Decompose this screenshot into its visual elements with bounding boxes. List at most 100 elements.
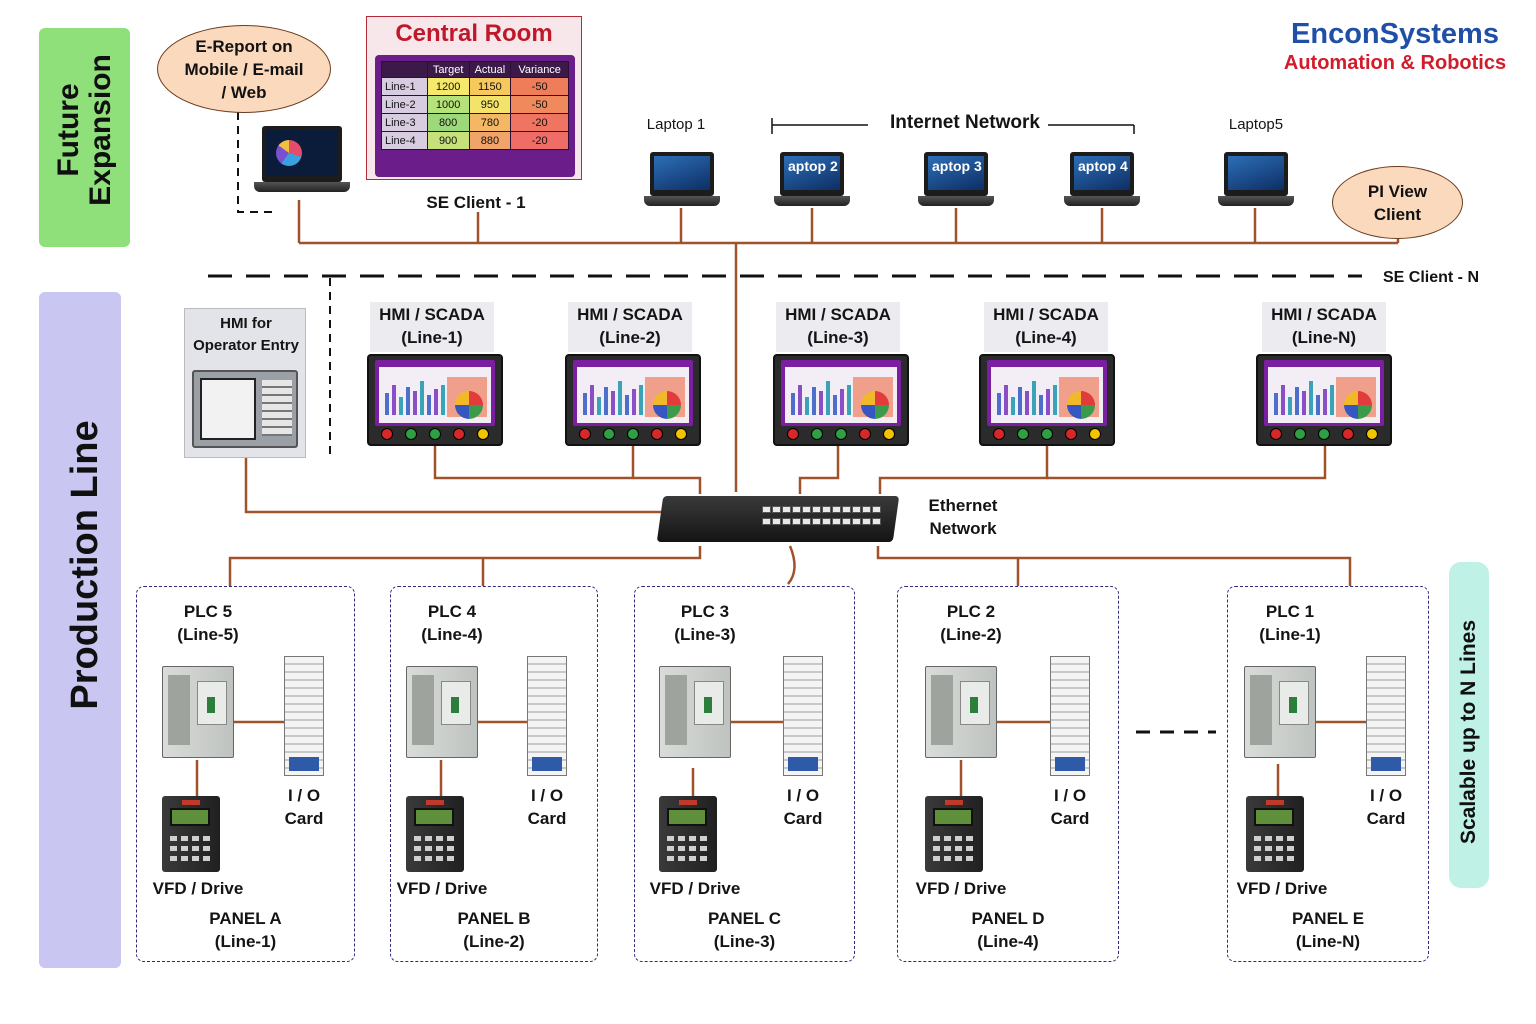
kpi-cell: 1150: [468, 77, 512, 96]
ereport-line-1: E-Report on: [195, 36, 293, 56]
kpi-cell: 1000: [426, 95, 470, 114]
panel-box: [634, 586, 855, 962]
switch-port: [762, 506, 771, 513]
plc-label: PLC 2(Line-2): [940, 602, 1002, 644]
panel-label: PANEL A(Line-1): [209, 909, 282, 951]
hmi-scada-label-box: [370, 302, 494, 352]
kpi-cell: 900: [426, 131, 470, 150]
switch-port: [822, 506, 831, 513]
table-row: Line-4 900 880 -20: [381, 131, 569, 150]
kpi-cell: 880: [468, 131, 512, 150]
switch-port: [772, 518, 781, 525]
switch-port: [852, 518, 861, 525]
switch-port: [782, 506, 791, 513]
plc-icon: [1244, 666, 1316, 758]
panel-box: [897, 586, 1119, 962]
table-row: Line-2 1000 950 -50: [381, 95, 569, 114]
production-line-band: [39, 292, 121, 968]
panel-label: PANEL B(Line-2): [457, 909, 531, 951]
switch-port: [762, 518, 771, 525]
panel-label: PANEL D(Line-4): [971, 909, 1045, 951]
hmi-scada-label: HMI / SCADA(Line-3): [785, 305, 891, 347]
plc-icon: [406, 666, 478, 758]
switch-port: [872, 518, 881, 525]
panel-box: [390, 586, 598, 962]
plc-icon: [925, 666, 997, 758]
kpi-header: Variance: [510, 61, 569, 78]
switch-port: [862, 518, 871, 525]
hmi-scada-label: HMI / SCADA(Line-N): [1271, 305, 1377, 347]
hmi-scada-label-box: [568, 302, 692, 352]
plc-icon: [659, 666, 731, 758]
laptop-1-label: Laptop 1: [646, 116, 706, 133]
switch-port: [862, 506, 871, 513]
brand-tagline: Automation & Robotics: [1283, 52, 1507, 74]
switch-port: [822, 518, 831, 525]
plc-label: PLC 5(Line-5): [177, 602, 239, 644]
central-room-monitor: Target Actual Variance Line-1 1200 1150 …: [375, 55, 575, 177]
plc-label: PLC 1(Line-1): [1259, 602, 1321, 644]
se-client-n-label: SE Client - N: [1382, 269, 1479, 286]
brand-name: EnconSystems: [1291, 18, 1499, 50]
switch-port: [842, 518, 851, 525]
ethernet-switch-icon: [656, 490, 900, 546]
kpi-cell: Line-2: [381, 95, 428, 114]
ereport-line-2: Mobile / E-mail: [184, 59, 304, 79]
vfd-drive-label: VFD / Drive: [649, 879, 741, 898]
laptop-5-label: Laptop5: [1228, 116, 1284, 133]
panel-box: [136, 586, 355, 962]
plc-label: PLC 4(Line-4): [421, 602, 483, 644]
kpi-cell: -20: [510, 113, 569, 132]
switch-port: [812, 506, 821, 513]
kpi-header: Target: [426, 61, 470, 78]
kpi-cell: Line-3: [381, 113, 428, 132]
plc-label: PLC 3(Line-3): [674, 602, 736, 644]
hmi-scada-label: HMI / SCADA(Line-2): [577, 305, 683, 347]
vfd-drive-label: VFD / Drive: [152, 879, 244, 898]
plc-icon: [162, 666, 234, 758]
se-client-1-label: SE Client - 1: [426, 193, 526, 212]
switch-port: [782, 518, 791, 525]
kpi-cell: 780: [468, 113, 512, 132]
table-row: Line-1 1200 1150 -50: [381, 77, 569, 96]
io-card-icon: [527, 656, 567, 776]
vfd-drive-icon: [1246, 796, 1304, 872]
hmi-scada-label-box: [776, 302, 900, 352]
switch-port: [842, 506, 851, 513]
io-card-icon: [1366, 656, 1406, 776]
hmi-scada-screen-icon: [565, 354, 701, 446]
vfd-drive-icon: [406, 796, 464, 872]
kpi-cell: 1200: [426, 77, 470, 96]
vfd-drive-label: VFD / Drive: [1236, 879, 1328, 898]
switch-port: [792, 518, 801, 525]
vfd-drive-icon: [925, 796, 983, 872]
kpi-cell: Line-1: [381, 77, 428, 96]
operator-panel-icon: [192, 370, 298, 448]
vfd-drive-icon: [659, 796, 717, 872]
laptop-icon: [254, 126, 350, 200]
panel-label: PANEL E(Line-N): [1291, 909, 1365, 951]
switch-port: [832, 506, 841, 513]
switch-port: [792, 506, 801, 513]
switch-port: [872, 506, 881, 513]
hmi-scada-label: HMI / SCADA(Line-1): [379, 305, 485, 347]
vfd-drive-label: VFD / Drive: [915, 879, 1007, 898]
switch-port: [802, 506, 811, 513]
panel-label: PANEL C(Line-3): [707, 909, 782, 951]
kpi-cell: -50: [510, 77, 569, 96]
scalable-band: [1449, 562, 1489, 888]
hmi-scada-label-box: [1262, 302, 1386, 352]
hmi-scada-screen-icon: [1256, 354, 1392, 446]
table-row: Line-3 800 780 -20: [381, 113, 569, 132]
laptop-5-icon: [1218, 152, 1294, 210]
switch-port: [802, 518, 811, 525]
laptop-3-icon: aptop 3: [918, 152, 994, 210]
io-card-icon: [284, 656, 324, 776]
laptop-2-icon: aptop 2: [774, 152, 850, 210]
